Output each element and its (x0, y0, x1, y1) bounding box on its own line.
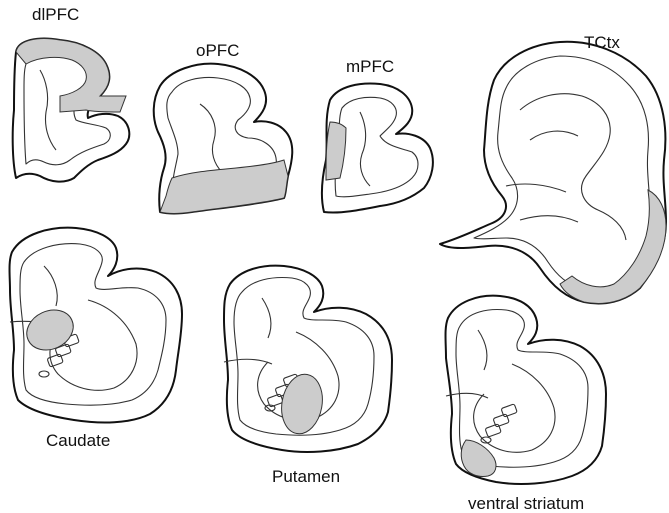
section-caudate: Caudate (10, 228, 183, 450)
section-mpfc: mPFC (322, 57, 433, 213)
label-caudate: Caudate (46, 431, 110, 450)
section-ventral-striatum: ventral striatum (446, 296, 607, 513)
section-putamen: Putamen (224, 266, 392, 486)
label-mpfc: mPFC (346, 57, 394, 76)
section-tctx: TCtx (440, 33, 666, 303)
section-dlpfc: dlPFC (13, 5, 130, 182)
label-opfc: oPFC (196, 41, 239, 60)
label-ventral-striatum: ventral striatum (468, 494, 584, 513)
label-tctx: TCtx (584, 33, 620, 52)
label-dlpfc: dlPFC (32, 5, 79, 24)
label-putamen: Putamen (272, 467, 340, 486)
section-opfc: oPFC (154, 41, 293, 214)
